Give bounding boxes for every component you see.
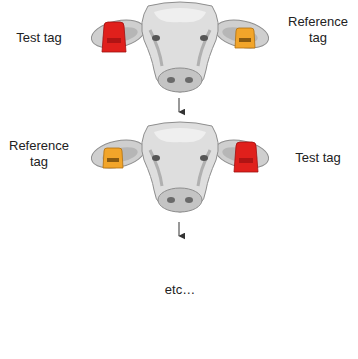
tag-label: Test tag: [4, 30, 74, 46]
tag-label: Reference tag: [282, 14, 354, 46]
tag-label: Test tag: [282, 150, 354, 166]
tag-label: Reference tag: [4, 138, 74, 170]
continuation-note: etc…: [140, 282, 220, 298]
